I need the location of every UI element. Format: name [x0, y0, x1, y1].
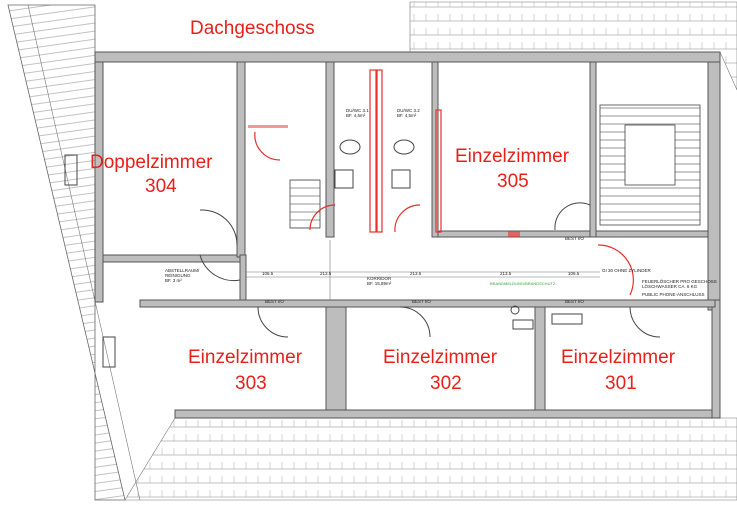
best-label-301: BEST I/O	[565, 299, 584, 304]
feuerloescher-label: FEUERLÖSCHER PRO GESCHOSS	[642, 278, 717, 284]
room-name-301: Einzelzimmer	[561, 347, 676, 368]
room-number-302: 302	[430, 373, 462, 394]
wall	[102, 254, 246, 263]
door-swing	[597, 244, 634, 296]
door-swing	[199, 209, 238, 246]
toilet-icon	[393, 139, 415, 155]
dim-1: 106.5	[262, 271, 274, 276]
stair-well	[624, 124, 676, 186]
loeschwasser-label: LÖSCHWASSER CA. 6 KG	[642, 283, 698, 289]
wall	[239, 254, 247, 306]
roof-top-right	[409, 1, 737, 91]
best-label-305: BEST I/O	[565, 236, 584, 241]
duwc1-area: BF. 4,5m²	[346, 113, 366, 118]
roof-edge-line	[27, 4, 141, 501]
wall	[174, 409, 716, 419]
dim-2: 213.5	[320, 271, 332, 276]
duwc1-label: DU/WC 3.1	[346, 108, 369, 113]
korridor-area: BF. 15,89m²	[367, 281, 392, 286]
bath-partition	[369, 69, 377, 233]
reinigung-label: REINIGUNG	[165, 273, 191, 278]
door-swing	[199, 254, 241, 282]
zylinder-label: GI 30 OHNE ZYLINDER	[602, 268, 652, 273]
wall	[325, 306, 347, 411]
abstellraum-label: ABSTELLRAUM/	[165, 268, 200, 273]
bath-partition	[376, 69, 383, 233]
korridor-label: KORRIDOR	[367, 276, 392, 281]
abstell-area: BF. 3 m²	[165, 278, 182, 283]
wall	[94, 51, 721, 63]
door-swing	[629, 306, 661, 338]
room-name-303: Einzelzimmer	[188, 347, 303, 368]
door-swing	[554, 202, 591, 231]
room-number-303: 303	[235, 373, 267, 394]
fixture-icon	[551, 313, 583, 325]
wall	[94, 61, 104, 303]
wall	[711, 299, 721, 419]
bath-partition	[435, 109, 442, 233]
dim-4: 213.5	[500, 271, 512, 276]
telefon-label: PUBLIC PHONE-ANSCHLUSS	[642, 292, 705, 297]
dim-3: 213.5	[410, 271, 422, 276]
door-swing	[394, 204, 421, 233]
wall	[589, 61, 597, 238]
sink-icon	[391, 169, 411, 189]
door-swing	[257, 306, 289, 338]
duwc2-label: DU/WC 3.2	[397, 108, 420, 113]
duwc2-area: BF. 4,5m²	[397, 113, 417, 118]
wall	[534, 306, 546, 411]
door-swing	[254, 131, 281, 161]
wall	[595, 230, 709, 238]
red-marker	[508, 231, 520, 237]
sink-icon	[334, 169, 354, 189]
dim-5: 106.5	[568, 271, 580, 276]
room-number-301: 301	[605, 373, 637, 394]
wall	[431, 61, 439, 238]
roof-window	[102, 336, 116, 368]
room-name-302: Einzelzimmer	[383, 347, 498, 368]
toilet-icon	[339, 139, 361, 155]
wall	[236, 61, 246, 258]
brandmelder-label: BRANDMELDUNG/BRANDSCHUTZ	[490, 281, 556, 286]
room-number-304: 304	[145, 176, 177, 197]
room-number-305: 305	[497, 171, 529, 192]
drain-icon	[510, 305, 520, 315]
door-swing	[309, 204, 336, 231]
red-marker	[248, 125, 288, 128]
roof-window	[64, 154, 78, 186]
wall	[139, 299, 716, 308]
roof-bottom	[124, 417, 737, 501]
fixture-icon	[512, 319, 534, 330]
best-label-303: BEST I/O	[265, 299, 284, 304]
room-name-305: Einzelzimmer	[455, 146, 570, 167]
staircase	[289, 179, 321, 229]
room-name-304: Doppelzimmer	[90, 152, 213, 173]
floor-title: Dachgeschoss	[190, 18, 315, 39]
wall	[707, 61, 721, 311]
wall	[325, 61, 335, 238]
roof-left	[7, 4, 126, 501]
door-swing	[399, 306, 431, 338]
best-label-302: BEST I/O	[412, 299, 431, 304]
